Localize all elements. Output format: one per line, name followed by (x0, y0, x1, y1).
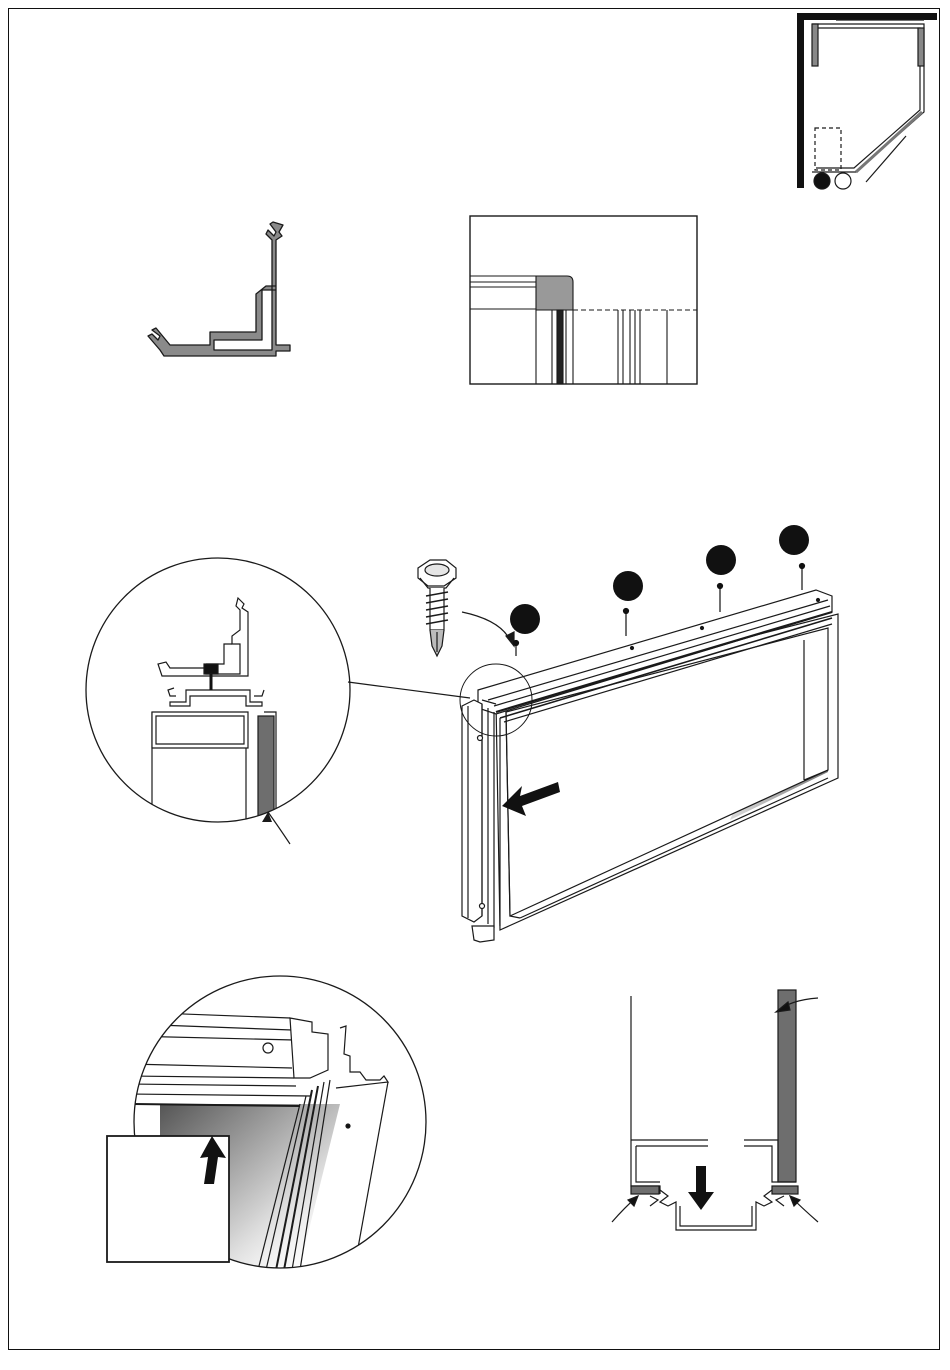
bottom-channel-section (612, 990, 818, 1230)
wall-top (797, 13, 937, 20)
magnified-detail-top (86, 558, 350, 860)
push-down-arrow (688, 1166, 714, 1210)
step-marker-1 (510, 604, 540, 634)
open-marker-floorplan (835, 173, 851, 189)
step-marker-floorplan (814, 173, 830, 189)
shower-floorplan-icon (797, 13, 937, 189)
step-marker-4 (779, 525, 809, 555)
seal-leader-line (268, 812, 290, 844)
magnifier-connector-line (348, 682, 470, 698)
wall-left (797, 13, 804, 188)
self-drilling-screw-icon (418, 560, 514, 656)
corner-joint-detail-box (470, 216, 697, 384)
magnified-detail-bottom (107, 976, 426, 1270)
corner-profile-icon (148, 222, 290, 356)
step-marker-3 (706, 545, 736, 575)
step-marker-2 (613, 571, 643, 601)
